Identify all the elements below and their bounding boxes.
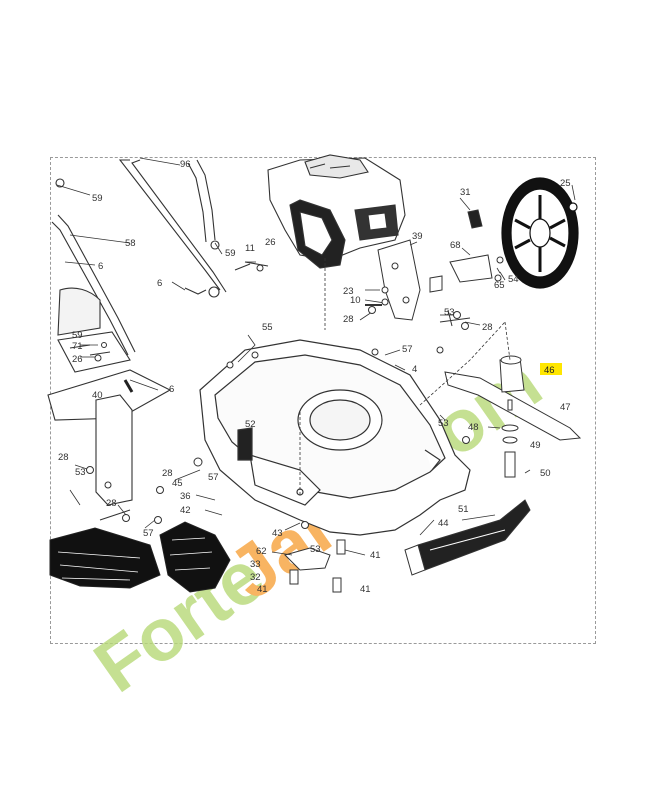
- label-6[interactable]: 6: [98, 261, 103, 272]
- label-28[interactable]: 28: [162, 468, 173, 479]
- label-10[interactable]: 10: [350, 295, 361, 306]
- label-6[interactable]: 6: [157, 278, 162, 289]
- label-11[interactable]: 11: [245, 243, 255, 254]
- highlight-46: [540, 363, 562, 375]
- label-65[interactable]: 65: [494, 280, 505, 291]
- label-50[interactable]: 50: [540, 468, 551, 479]
- label-43[interactable]: 43: [272, 528, 283, 539]
- label-53[interactable]: 53: [444, 307, 455, 318]
- label-42[interactable]: 42: [180, 505, 191, 516]
- part-labels: 96 59 58 6 59 11 26 6 59 71 26 55 6 40 2…: [58, 159, 571, 595]
- label-57[interactable]: 57: [402, 344, 413, 355]
- label-59[interactable]: 59: [225, 248, 236, 259]
- lower-parts: [284, 499, 531, 593]
- label-39[interactable]: 39: [412, 231, 423, 242]
- bolts: [86, 264, 470, 529]
- label-59[interactable]: 59: [92, 193, 103, 204]
- label-41[interactable]: 41: [257, 584, 268, 595]
- label-28[interactable]: 28: [106, 498, 117, 509]
- label-68[interactable]: 68: [450, 240, 461, 251]
- leader-lines: [56, 157, 576, 556]
- label-4[interactable]: 4: [412, 364, 417, 375]
- label-51[interactable]: 51: [458, 504, 469, 515]
- label-55[interactable]: 55: [262, 322, 273, 333]
- blade-assembly: [444, 355, 582, 478]
- label-96[interactable]: 96: [180, 159, 191, 170]
- label-31[interactable]: 31: [460, 187, 471, 198]
- label-23[interactable]: 23: [343, 286, 354, 297]
- label-6[interactable]: 6: [169, 384, 174, 395]
- label-33[interactable]: 33: [250, 559, 261, 570]
- label-28[interactable]: 28: [343, 314, 354, 325]
- label-57[interactable]: 57: [208, 472, 219, 483]
- label-54[interactable]: 54: [508, 274, 519, 285]
- label-25[interactable]: 25: [560, 178, 571, 189]
- label-58[interactable]: 58: [125, 238, 136, 249]
- label-62[interactable]: 62: [256, 546, 267, 557]
- label-41[interactable]: 41: [370, 550, 381, 561]
- label-28[interactable]: 28: [482, 322, 493, 333]
- label-47[interactable]: 47: [560, 402, 571, 413]
- label-49[interactable]: 49: [530, 440, 541, 451]
- label-32[interactable]: 32: [250, 572, 261, 583]
- mower-deck: [199, 339, 471, 536]
- engine: [267, 154, 406, 269]
- label-46-highlighted[interactable]: 46: [544, 365, 555, 376]
- label-71[interactable]: 71: [72, 341, 83, 352]
- label-52[interactable]: 52: [245, 419, 256, 430]
- label-48[interactable]: 48: [468, 422, 479, 433]
- label-59[interactable]: 59: [72, 330, 83, 341]
- handle-assembly: [47, 159, 269, 506]
- label-28[interactable]: 28: [58, 452, 69, 463]
- rear-flap: [49, 509, 231, 593]
- label-41[interactable]: 41: [360, 584, 371, 595]
- label-45[interactable]: 45: [172, 478, 183, 489]
- label-36[interactable]: 36: [180, 491, 191, 502]
- label-40[interactable]: 40: [92, 390, 103, 401]
- label-26[interactable]: 26: [265, 237, 276, 248]
- label-44[interactable]: 44: [438, 518, 449, 529]
- label-53[interactable]: 53: [310, 544, 321, 555]
- label-53[interactable]: 53: [75, 467, 86, 478]
- label-57[interactable]: 57: [143, 528, 154, 539]
- label-53[interactable]: 53: [438, 418, 449, 429]
- label-26[interactable]: 26: [72, 354, 83, 365]
- rear-wheel: [501, 177, 579, 289]
